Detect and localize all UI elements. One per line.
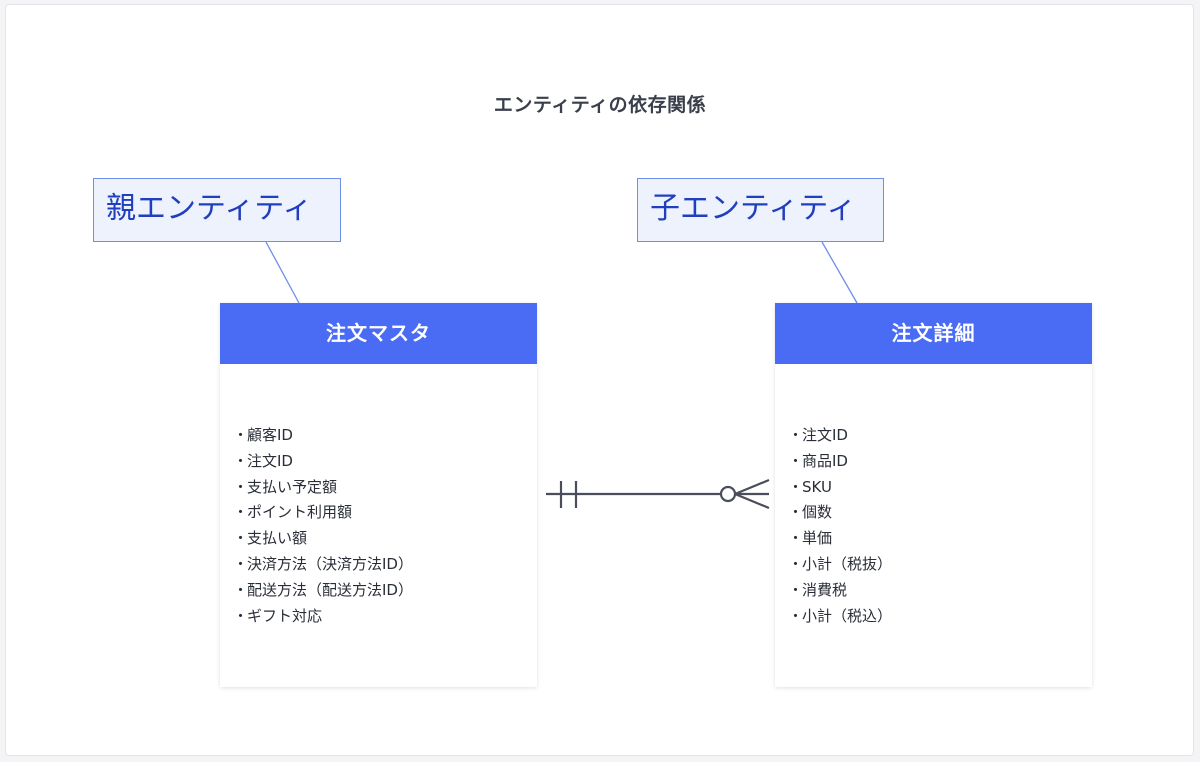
attribute-item: ・注文ID (233, 449, 527, 475)
bullet: ・ (788, 554, 804, 573)
attribute-item: ・小計（税込） (788, 604, 1082, 630)
bullet: ・ (233, 477, 249, 496)
attribute-item: ・支払い額 (233, 526, 527, 552)
bullet: ・ (788, 606, 804, 625)
bullet: ・ (233, 451, 249, 470)
attribute-item: ・小計（税抜） (788, 552, 1082, 578)
bullet: ・ (233, 503, 249, 522)
bullet: ・ (788, 451, 804, 470)
bullet: ・ (233, 426, 249, 444)
attribute-item: ・ギフト対応 (233, 604, 527, 630)
attribute-item: ・ポイント利用額 (233, 500, 527, 526)
attribute-item: ・配送方法（配送方法ID） (233, 578, 527, 604)
attribute-item: ・個数 (788, 500, 1082, 526)
attribute-item: ・単価 (788, 526, 1082, 552)
note-parent-entity: 親エンティティ (93, 178, 341, 242)
entity-attributes: ・注文ID ・商品ID ・SKU ・個数 ・単価 ・小計（税抜） ・消費税 ・小… (788, 423, 1082, 629)
entity-order-detail[interactable]: 注文詳細 ・注文ID ・商品ID ・SKU ・個数 ・単価 ・小計（税抜） ・消… (775, 303, 1092, 687)
entity-order-master[interactable]: 注文マスタ ・顧客ID ・注文ID ・支払い予定額 ・ポイント利用額 ・支払い額… (220, 303, 537, 687)
attribute-item: ・商品ID (788, 449, 1082, 475)
bullet: ・ (233, 529, 249, 548)
diagram-title: エンティティの依存関係 (493, 94, 707, 116)
note-child-entity: 子エンティティ (637, 178, 884, 242)
bullet: ・ (233, 580, 249, 599)
attribute-item: ・消費税 (788, 578, 1082, 604)
bullet: ・ (788, 426, 804, 444)
bullet: ・ (788, 477, 804, 496)
attribute-item: ・SKU (788, 475, 1082, 501)
attribute-item: ・決済方法（決済方法ID） (233, 552, 527, 578)
attribute-item: ・支払い予定額 (233, 475, 527, 501)
bullet: ・ (788, 580, 804, 599)
bullet: ・ (233, 554, 249, 573)
attribute-item: ・注文ID (788, 423, 1082, 449)
attribute-item: ・顧客ID (233, 423, 527, 449)
entity-header: 注文マスタ (220, 303, 537, 364)
bullet: ・ (788, 503, 804, 522)
entity-attributes: ・顧客ID ・注文ID ・支払い予定額 ・ポイント利用額 ・支払い額 ・決済方法… (233, 423, 527, 629)
bullet: ・ (233, 606, 249, 625)
bullet: ・ (788, 529, 804, 548)
entity-header: 注文詳細 (775, 303, 1092, 364)
